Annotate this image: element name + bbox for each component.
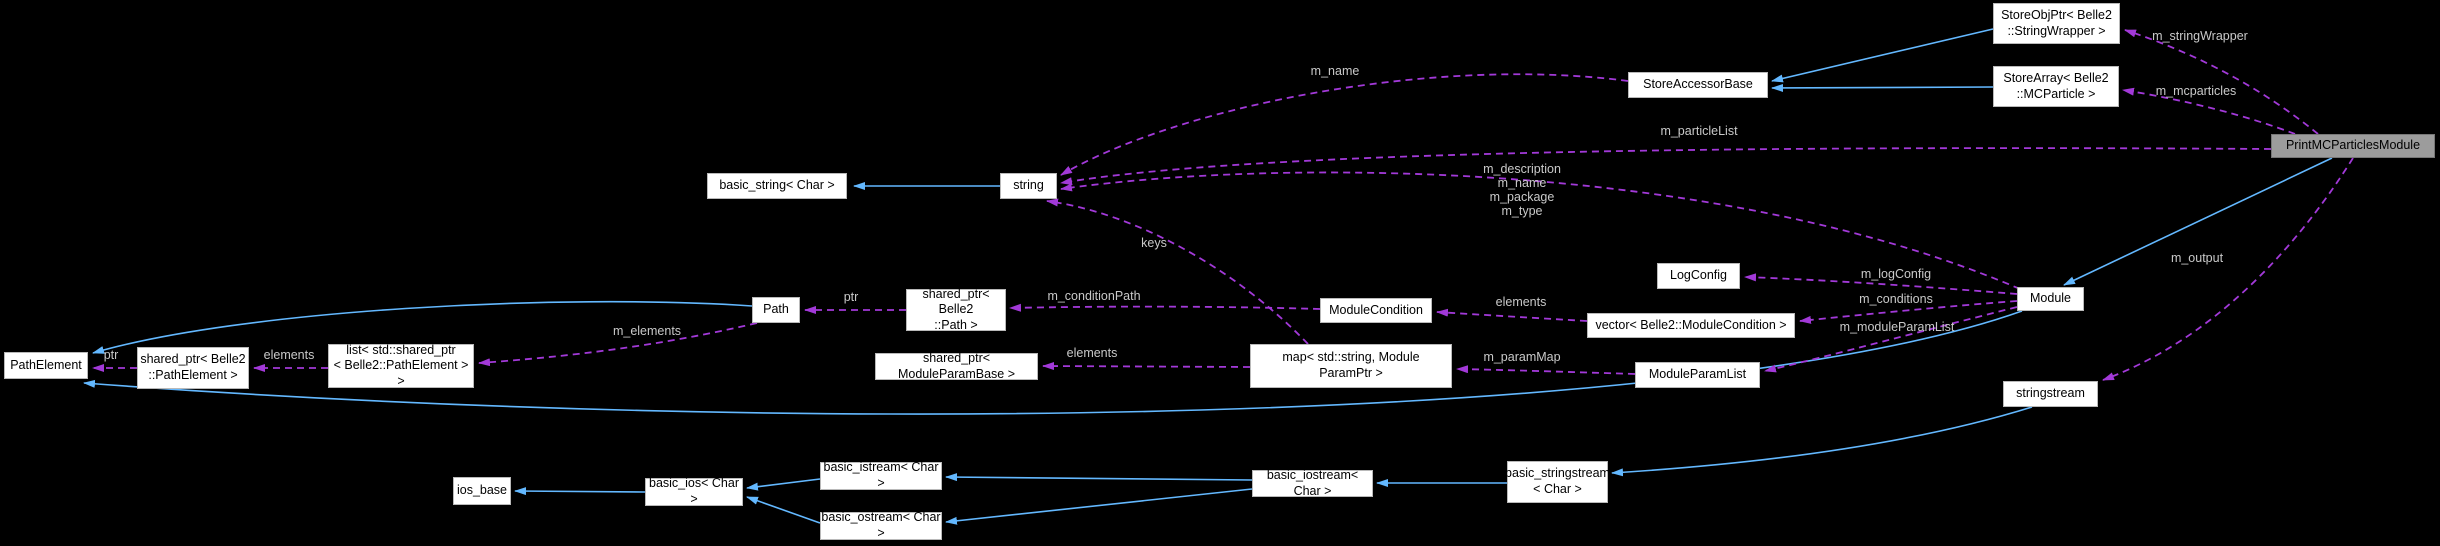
edge-inherit-storearray-storeaccessorbase (1771, 83, 1994, 92)
edge-usage-m-elements (478, 322, 758, 367)
edge-label-m-particlelist: m_particleList (1660, 124, 1738, 138)
edge-label-ptr-path: ptr (843, 290, 859, 304)
edge-usage-m-logconfig (1744, 273, 2018, 295)
edge-label-m-moduleparamlist: m_moduleParamList (1839, 320, 1955, 334)
edge-label-m-stringwrapper: m_stringWrapper (2152, 29, 2248, 43)
node-shared-ptr-pathelement[interactable]: shared_ptr< Belle2 ::PathElement > (137, 347, 249, 389)
node-basic-iostream[interactable]: basic_iostream< Char > (1252, 468, 1373, 498)
node-ios-base[interactable]: ios_base (453, 477, 511, 505)
edge-label-m-elements: m_elements (612, 324, 682, 338)
edge-label-ptr-pathelement: ptr (103, 348, 119, 362)
edge-label-module-strings: m_description m_name m_package m_type (1483, 162, 1561, 218)
node-storeaccessorbase[interactable]: StoreAccessorBase (1628, 72, 1768, 98)
edge-label-m-conditionpath: m_conditionPath (1047, 289, 1141, 303)
edge-inherit-basicistream-basicios (746, 478, 821, 491)
edge-usage-m-stringwrapper (2124, 29, 2319, 135)
edge-usage-m-moduleparamlist (1764, 306, 2018, 373)
node-basic-stringstream[interactable]: basic_stringstream < Char > (1505, 461, 1610, 503)
edge-usage-elements-map (1042, 362, 1251, 371)
node-printmcparticlesmodule[interactable]: PrintMCParticlesModule (2271, 134, 2435, 158)
node-storeobjptr[interactable]: StoreObjPtr< Belle2 ::StringWrapper > (1993, 3, 2120, 44)
edge-inherit-basiciostream-basicistream (945, 473, 1253, 482)
node-shared-ptr-moduleparambase[interactable]: shared_ptr< ModuleParamBase > (875, 351, 1038, 381)
node-pathelement[interactable]: PathElement (4, 352, 88, 379)
node-list-shared-ptr[interactable]: list< std::shared_ptr < Belle2::PathElem… (328, 343, 474, 388)
edge-inherit-module-pathelement (83, 310, 2023, 415)
node-modulecondition[interactable]: ModuleCondition (1320, 298, 1432, 323)
node-basic-string[interactable]: basic_string< Char > (707, 173, 847, 199)
node-basic-istream[interactable]: basic_istream< Char > (820, 460, 942, 490)
node-shared-ptr-path[interactable]: shared_ptr< Belle2 ::Path > (906, 287, 1006, 332)
edge-label-elements-vector: elements (1495, 295, 1547, 309)
edge-inherit-storeobjptr-storeaccessorbase (1771, 28, 1994, 83)
node-vector-modulecondition[interactable]: vector< Belle2::ModuleCondition > (1587, 313, 1795, 338)
edge-usage-m-output (2102, 157, 2354, 381)
node-stringstream[interactable]: stringstream (2003, 381, 2098, 407)
node-basic-ios[interactable]: basic_ios< Char > (645, 476, 743, 506)
edge-inherit-printmcparticles-module (2063, 157, 2333, 286)
node-moduleparamlist[interactable]: ModuleParamList (1635, 362, 1760, 388)
node-basic-ostream[interactable]: basic_ostream< Char > (820, 510, 942, 540)
edge-label-keys: keys (1141, 236, 1167, 250)
edge-label-m-parammap: m_paramMap (1483, 350, 1561, 364)
node-map-moduleparamptr[interactable]: map< std::string, Module ParamPtr > (1250, 344, 1452, 388)
edge-inherit-stringstream-basicstringstream (1611, 406, 2033, 477)
edge-usage-elements-vector (1436, 308, 1588, 322)
node-storearray[interactable]: StoreArray< Belle2 ::MCParticle > (1993, 66, 2119, 107)
edge-label-elements-map: elements (1066, 346, 1118, 360)
edge-label-m-name: m_name (1310, 64, 1360, 78)
edge-label-m-mcparticles: m_mcparticles (2155, 84, 2237, 98)
edge-label-m-logconfig: m_logConfig (1860, 267, 1932, 281)
edge-inherit-basiciostream-basicostream (945, 488, 1253, 525)
edge-label-elements-list: elements (263, 348, 315, 362)
edge-usage-keys (1046, 198, 1309, 345)
edge-usage-m-mcparticles (2122, 87, 2296, 135)
edge-label-m-output: m_output (2170, 251, 2224, 265)
node-path[interactable]: Path (752, 297, 800, 323)
node-logconfig[interactable]: LogConfig (1657, 263, 1740, 289)
edge-usage-m-name (1060, 73, 1629, 176)
edge-inherit-path-pathelement (92, 300, 753, 354)
edge-usage-m-conditionpath (1009, 303, 1321, 312)
edge-usage-module-strings (1060, 171, 2021, 290)
edge-usage-m-particlelist (1060, 147, 2272, 186)
edge-usage-m-conditions (1799, 300, 2018, 324)
edge-usage-m-parammap (1456, 365, 1636, 375)
node-module[interactable]: Module (2017, 287, 2084, 311)
edge-inherit-basicios-iosbase (514, 487, 646, 496)
edge-inherit-basicostream-basicios (746, 496, 821, 524)
edge-label-m-conditions: m_conditions (1859, 292, 1933, 306)
node-string[interactable]: string (1000, 173, 1057, 199)
